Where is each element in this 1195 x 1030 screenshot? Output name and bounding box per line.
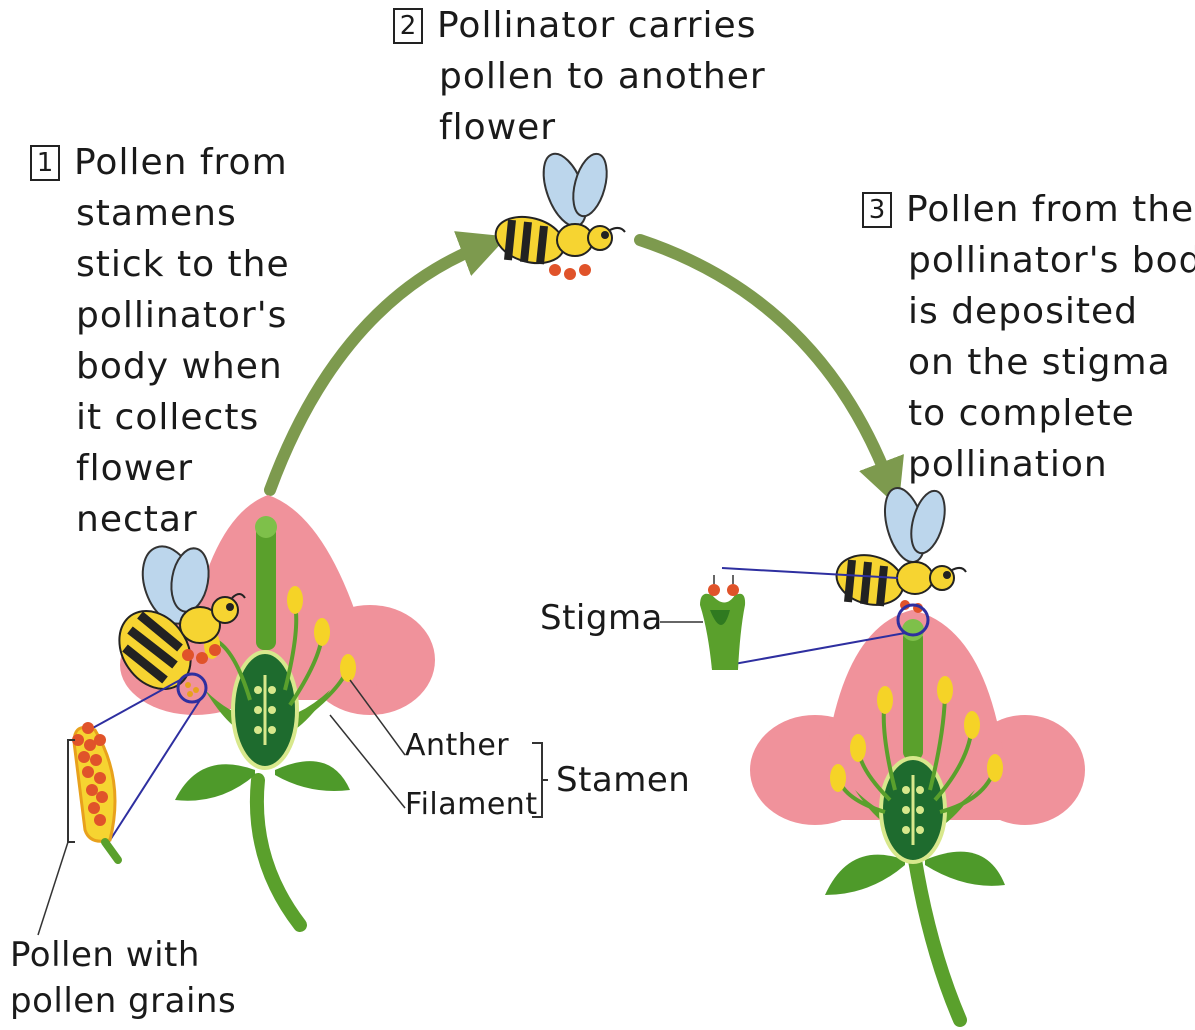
anther-label: Anther [405, 728, 509, 763]
bee-head [930, 566, 954, 590]
arrow-to-second-flower [640, 240, 890, 485]
anther [340, 654, 356, 682]
style [903, 630, 923, 760]
pollen-leader [38, 842, 68, 935]
bee-head [588, 226, 612, 250]
pollen-sac [72, 722, 118, 860]
step-2-number: 2 [393, 8, 423, 44]
anther [987, 754, 1003, 782]
anther [877, 686, 893, 714]
stem [915, 860, 960, 1020]
stem [257, 780, 300, 925]
flower-2 [750, 610, 1085, 1020]
anther [964, 711, 980, 739]
anther [937, 676, 953, 704]
leaf [925, 852, 1005, 886]
pollinator-flying [490, 148, 625, 280]
stigma [902, 619, 924, 641]
filament-label: Filament [405, 787, 538, 822]
filament-leader [330, 715, 405, 808]
leaf [175, 764, 255, 800]
anther [850, 734, 866, 762]
zoom-line [105, 700, 200, 848]
stigma-label: Stigma [540, 598, 663, 638]
bee-thorax [897, 562, 933, 594]
leaf [825, 855, 905, 895]
anther [830, 764, 846, 792]
pollen-bracket [68, 740, 75, 842]
bee-on-flower-2 [831, 484, 966, 613]
step-1-number: 1 [30, 145, 60, 181]
stigma-detail [700, 575, 745, 670]
anther [314, 618, 330, 646]
bee-head [212, 597, 238, 623]
arrow-to-pollinator [270, 245, 485, 490]
step-3-number: 3 [862, 192, 892, 228]
anther [287, 586, 303, 614]
leaf [275, 761, 350, 791]
stamen-label: Stamen [556, 760, 690, 800]
pollen-label: Pollen with pollen grains [10, 932, 236, 1024]
